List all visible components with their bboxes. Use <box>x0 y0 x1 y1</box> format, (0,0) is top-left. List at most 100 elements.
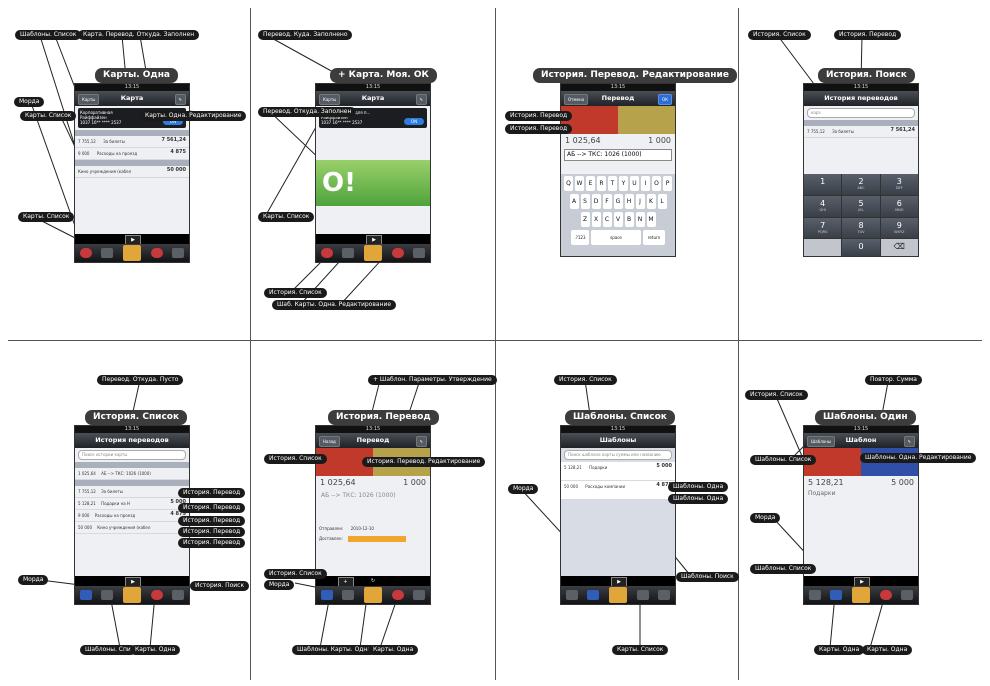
target-card[interactable] <box>618 106 675 134</box>
key-d[interactable]: D <box>591 194 601 209</box>
comment-input[interactable]: АБ --> ТКС: 1026 (1000) <box>564 149 672 161</box>
key-m[interactable]: M <box>646 212 656 227</box>
tab-transfer[interactable] <box>879 590 892 600</box>
tab-templates[interactable] <box>101 248 114 258</box>
tab-profile[interactable] <box>901 590 914 600</box>
key-o[interactable]: O <box>652 176 661 191</box>
ok-button[interactable]: ОК <box>658 94 672 105</box>
amount-from[interactable]: 1 025,64 <box>565 136 601 145</box>
back-button[interactable]: Назад <box>319 436 340 447</box>
tab-profile[interactable] <box>658 590 671 600</box>
tab-templates[interactable] <box>830 590 843 600</box>
back-button[interactable]: Карты <box>319 94 341 105</box>
key-c[interactable]: C <box>602 212 612 227</box>
key-f[interactable]: F <box>602 194 612 209</box>
list-item[interactable]: 9 000 Расходы на проезд 4 875 <box>75 510 189 522</box>
numpad-key[interactable] <box>804 239 842 256</box>
key-r[interactable]: R <box>597 176 606 191</box>
key-l[interactable]: L <box>657 194 667 209</box>
tab-cards[interactable] <box>851 587 870 603</box>
search-input[interactable]: карэ <box>807 108 915 118</box>
tab-profile[interactable] <box>413 248 426 258</box>
card-toggle[interactable]: ON <box>163 118 183 125</box>
search-input[interactable]: Поиск шаблона карты суммы или названию <box>564 450 672 460</box>
tab-templates[interactable] <box>342 248 355 258</box>
tab-transfer[interactable] <box>391 248 404 258</box>
tab-templates[interactable] <box>342 590 355 600</box>
key-e[interactable]: E <box>586 176 595 191</box>
tab-history[interactable] <box>320 248 333 258</box>
list-item[interactable]: 5 128,21 Подарки на Н 5 000 <box>75 498 189 510</box>
key-k[interactable]: K <box>646 194 656 209</box>
key-a[interactable]: A <box>569 194 579 209</box>
back-button[interactable]: Шаблоны <box>807 436 835 447</box>
key-j[interactable]: J <box>635 194 645 209</box>
list-item[interactable]: 7 755,12 За билеты 7 561,24 <box>804 126 918 138</box>
tab-profile[interactable] <box>172 248 185 258</box>
edit-icon[interactable]: ✎ <box>415 94 427 105</box>
numpad-key[interactable]: 1 <box>804 174 842 195</box>
back-button[interactable]: Карты <box>78 94 100 105</box>
key-v[interactable]: V <box>613 212 623 227</box>
list-item[interactable]: 7 755,12 За билеты 7 561,24 <box>75 136 189 148</box>
key-z[interactable]: Z <box>580 212 590 227</box>
tab-cards[interactable] <box>363 587 382 603</box>
key-p[interactable]: P <box>663 176 672 191</box>
key-t[interactable]: T <box>608 176 617 191</box>
key-s[interactable]: S <box>580 194 590 209</box>
key-u[interactable]: U <box>630 176 639 191</box>
list-item[interactable]: 9 000 Расходы на проезд 4 875 <box>75 148 189 160</box>
key-n[interactable]: N <box>635 212 645 227</box>
tab-templates[interactable] <box>587 590 600 600</box>
key-space[interactable]: space <box>591 230 641 245</box>
list-item[interactable]: 1 025,64 АБ --> ТКС: 1026 (1000) <box>75 468 189 480</box>
key-h[interactable]: H <box>624 194 634 209</box>
numpad-key[interactable]: 0 <box>842 239 880 256</box>
edit-icon[interactable]: ✎ <box>174 94 186 105</box>
tab-cards[interactable] <box>608 587 627 603</box>
tab-cards[interactable] <box>363 245 382 261</box>
tab-transfer[interactable] <box>391 590 404 600</box>
tab-templates[interactable] <box>101 590 114 600</box>
card-toggle[interactable]: ON <box>404 118 424 125</box>
tab-transfer[interactable] <box>150 590 163 600</box>
numpad-key[interactable]: ⌫ <box>880 239 918 256</box>
key-w[interactable]: W <box>575 176 584 191</box>
edit-icon[interactable]: ✎ <box>415 436 427 447</box>
list-item[interactable]: 50 000 Расходы компании 4 875 <box>561 481 675 500</box>
key-return[interactable]: return <box>643 230 665 245</box>
key-numbers[interactable]: .?123 <box>571 230 589 245</box>
key-g[interactable]: G <box>613 194 623 209</box>
tab-cards[interactable] <box>122 587 141 603</box>
tab-transfer[interactable] <box>150 248 163 258</box>
key-q[interactable]: Q <box>564 176 573 191</box>
tab-history[interactable] <box>565 590 578 600</box>
amount-to[interactable]: 1 000 <box>648 136 671 145</box>
list-item[interactable]: 50 000 Кино учреждения (кабел <box>75 522 189 534</box>
tab-cards[interactable] <box>122 245 141 261</box>
tab-profile[interactable] <box>172 590 185 600</box>
search-input[interactable]: Поиск истории карты <box>78 450 186 460</box>
tab-history[interactable] <box>320 590 333 600</box>
tab-history[interactable] <box>79 248 92 258</box>
list-item[interactable]: 5 128,21 Подарки 5 000 <box>561 462 675 481</box>
key-x[interactable]: X <box>591 212 601 227</box>
tab-transfer[interactable] <box>636 590 649 600</box>
list-item[interactable]: Кино учреждения (кабел 50 000 <box>75 166 189 178</box>
tab-history[interactable] <box>79 590 92 600</box>
key-y[interactable]: Y <box>619 176 628 191</box>
list-item[interactable]: 7 755,12 За билеты <box>75 486 189 498</box>
tab-history[interactable] <box>808 590 821 600</box>
edit-icon[interactable]: ✎ <box>903 436 915 447</box>
refresh-icon[interactable]: ↻ <box>370 578 376 584</box>
key-i[interactable]: I <box>641 176 650 191</box>
tab-profile[interactable] <box>413 590 426 600</box>
